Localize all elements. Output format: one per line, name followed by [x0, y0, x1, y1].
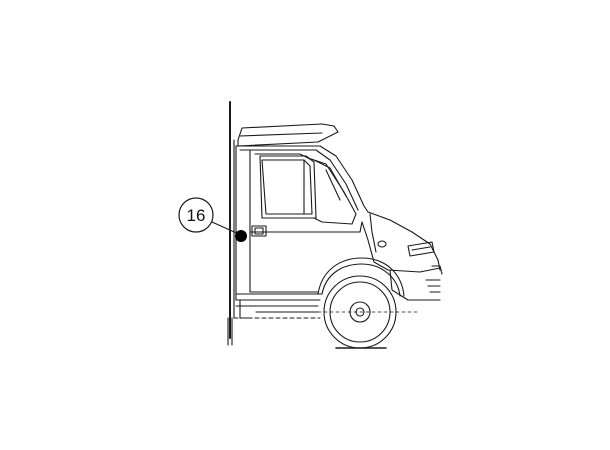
windshield [307, 157, 357, 225]
side-window [259, 155, 317, 219]
wheel-arch [317, 257, 405, 297]
headlight [407, 241, 435, 257]
cab-door [249, 149, 363, 293]
door-handle [251, 225, 267, 237]
cab-outline [235, 145, 441, 301]
callout-number: 16 [187, 206, 206, 225]
callout-16: 16 [178, 197, 214, 233]
roof-spoiler [237, 123, 339, 147]
callout-circle [178, 197, 214, 233]
rear-body-post [227, 101, 235, 346]
front-hood [361, 213, 441, 273]
rocker-sill [233, 293, 323, 319]
side-marker-light [377, 240, 387, 248]
location-marker-dot [235, 230, 247, 242]
